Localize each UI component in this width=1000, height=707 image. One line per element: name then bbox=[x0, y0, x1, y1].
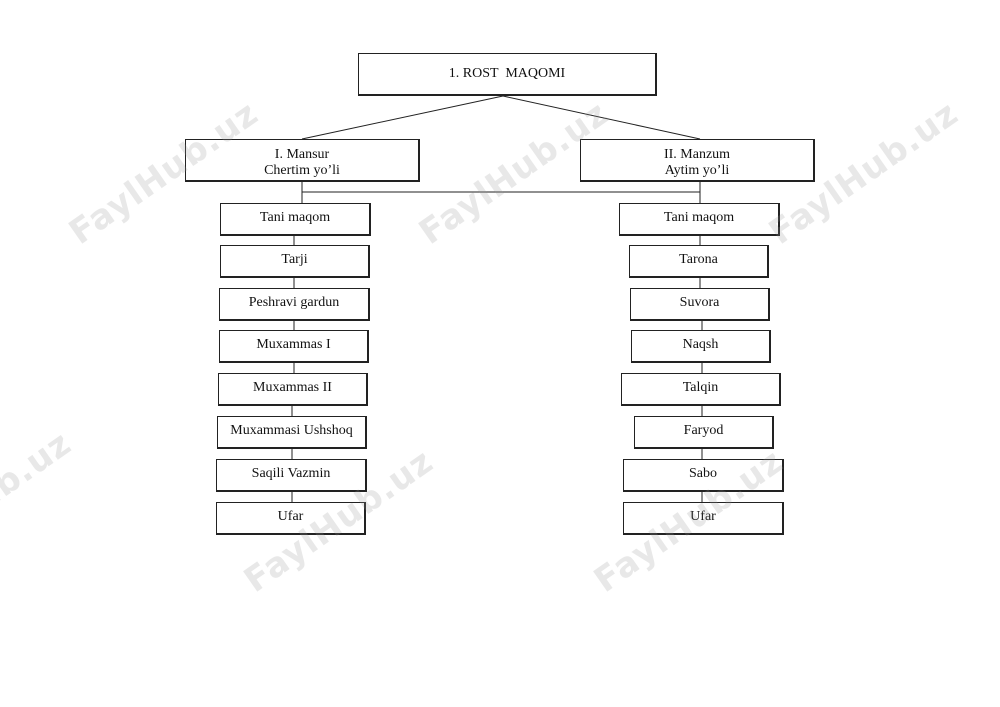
right-item: Suvora bbox=[630, 288, 770, 321]
root-to-right-line bbox=[502, 95, 701, 140]
right-branch-subtitle: Aytim yo’li bbox=[664, 162, 730, 178]
right-item-label: Ufar bbox=[690, 509, 716, 524]
right-item-label: Talqin bbox=[682, 380, 719, 395]
left-item: Peshravi gardun bbox=[219, 288, 370, 321]
right-item-label: Suvora bbox=[679, 295, 720, 310]
root-to-left-line bbox=[301, 95, 504, 140]
left-item-label: Tarji bbox=[281, 252, 308, 267]
left-item: Tarji bbox=[220, 245, 370, 278]
left-item: Saqili Vazmin bbox=[216, 459, 367, 492]
left-branch-box: I. Mansur Chertim yo’li bbox=[185, 139, 420, 182]
right-item: Talqin bbox=[621, 373, 781, 406]
left-item: Muxammasi Ushshoq bbox=[217, 416, 367, 449]
left-item-label: Muxammas I bbox=[256, 337, 331, 352]
right-branch-box: II. Manzum Aytim yo’li bbox=[580, 139, 815, 182]
root-label: 1. ROST MAQOMI bbox=[448, 66, 566, 81]
left-item: Muxammas II bbox=[218, 373, 368, 406]
right-item: Ufar bbox=[623, 502, 784, 535]
left-item-label: Muxammasi Ushshoq bbox=[230, 423, 353, 438]
left-item-label: Muxammas II bbox=[253, 380, 332, 395]
root-box: 1. ROST MAQOMI bbox=[358, 53, 657, 96]
left-item: Ufar bbox=[216, 502, 366, 535]
left-branch-title: I. Mansur bbox=[274, 146, 330, 162]
left-item-label: Saqili Vazmin bbox=[251, 466, 331, 481]
left-item: Tani maqom bbox=[220, 203, 371, 236]
right-item: Sabo bbox=[623, 459, 784, 492]
right-branch-title: II. Manzum bbox=[663, 146, 731, 162]
left-branch-subtitle: Chertim yo’li bbox=[264, 162, 340, 178]
right-item-label: Naqsh bbox=[682, 337, 719, 352]
right-item-label: Faryod bbox=[683, 423, 724, 438]
left-item: Muxammas I bbox=[219, 330, 369, 363]
left-item-label: Tani maqom bbox=[259, 210, 331, 225]
left-item-label: Ufar bbox=[277, 509, 304, 524]
right-item: Faryod bbox=[634, 416, 774, 449]
right-item-label: Tarona bbox=[679, 252, 718, 267]
right-item: Naqsh bbox=[631, 330, 771, 363]
right-item-label: Tani maqom bbox=[663, 210, 735, 225]
right-item: Tarona bbox=[629, 245, 769, 278]
right-item: Tani maqom bbox=[619, 203, 780, 236]
left-item-label: Peshravi gardun bbox=[248, 295, 340, 310]
right-item-label: Sabo bbox=[689, 466, 717, 481]
